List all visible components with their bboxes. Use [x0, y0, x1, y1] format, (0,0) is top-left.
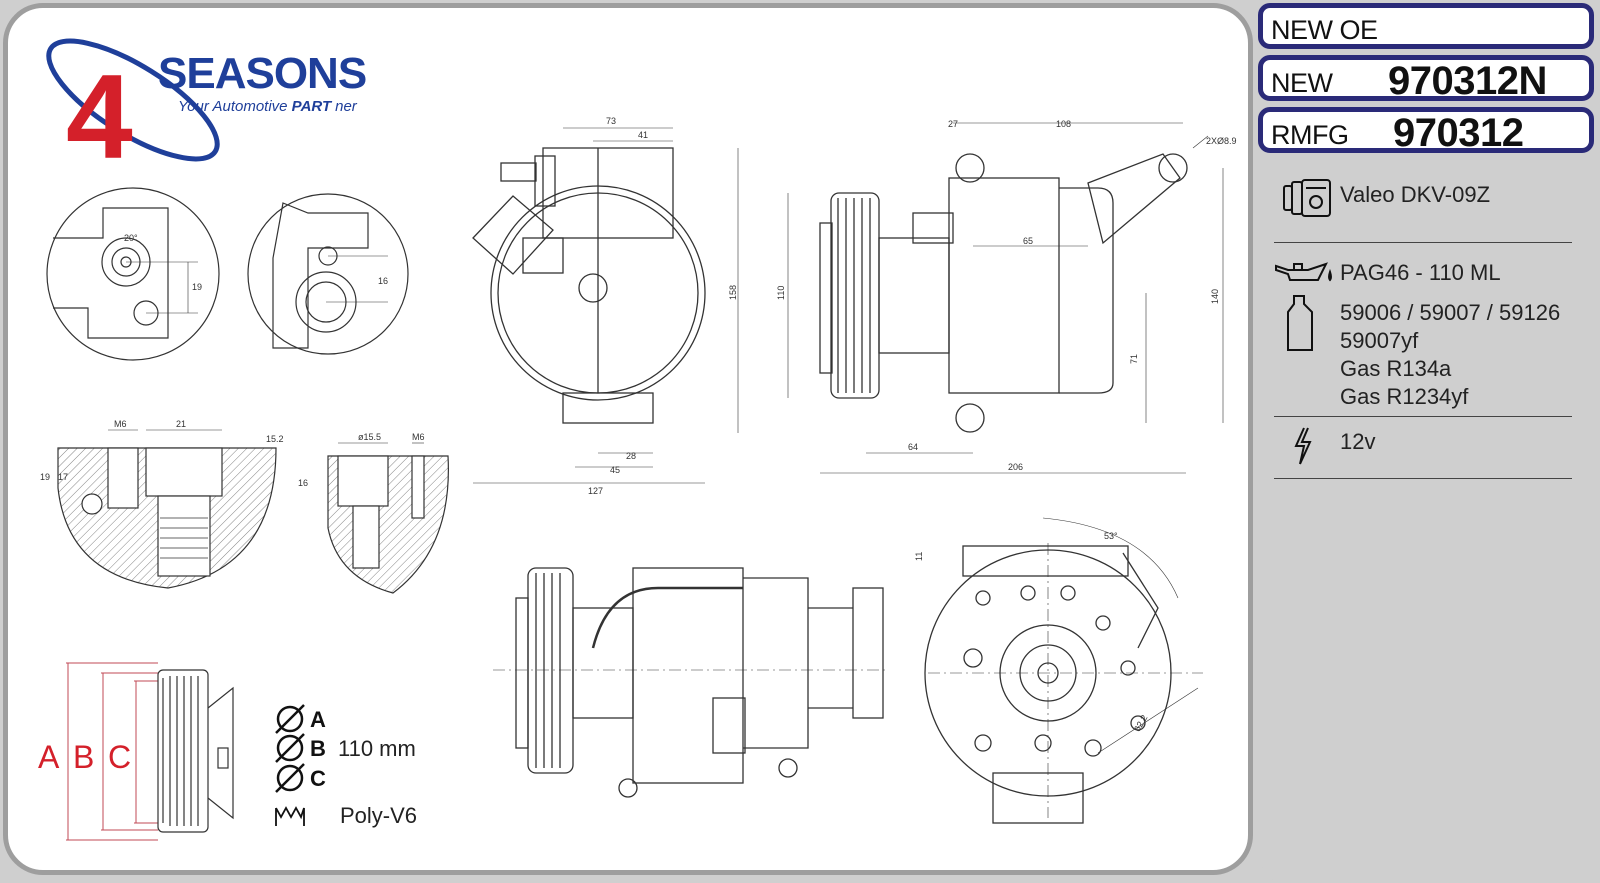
dim-side-height: 140: [1210, 289, 1220, 304]
dim-front-width-port: 41: [638, 130, 648, 140]
pulley-diameter-value: 110 mm: [338, 736, 416, 761]
dim-side-pulley: 110: [776, 286, 786, 300]
dim-section2-thread: M6: [412, 432, 425, 442]
dim-section1-depth: 15.2: [266, 434, 284, 444]
pulley-legend: A B C 110 mm Poly-V6: [275, 704, 417, 828]
dim-side-flange: 27: [948, 119, 958, 129]
dim-front-width-top: 73: [606, 116, 616, 126]
id-box-new: NEW 970312N: [1258, 55, 1594, 103]
dim-front-height: 158: [728, 285, 738, 300]
gas-r1234yf: Gas R1234yf: [1340, 384, 1469, 409]
dim-side-offset: 65: [1023, 236, 1033, 246]
dim-section1-thread: M6: [114, 419, 127, 429]
oil-ref-line-1: 59006 / 59007 / 59126: [1340, 300, 1561, 325]
spec-divider: [1274, 242, 1572, 243]
dim-rear-angle: 53°: [1104, 531, 1118, 541]
spec-divider: [1274, 416, 1572, 417]
legend-diameter-a: A: [310, 707, 326, 732]
compressor-front-view: 73 41 158 127 45 28: [472, 116, 739, 496]
id-box-rmfg: RMFG 970312: [1258, 107, 1594, 155]
pulley-label-b: B: [73, 739, 94, 775]
pulley-profile: A B C: [38, 662, 234, 841]
voltage-spec: 12v: [1340, 429, 1376, 454]
new-part-number: 970312N: [1388, 59, 1547, 103]
spec-area: Valeo DKV-09Z PAG46 - 110 ML 59006 / 590…: [1260, 156, 1600, 883]
section-detail-2: ø15.5 M6 16: [298, 432, 449, 594]
side-panel: NEW OE NEW 970312N RMFG 970312 Valeo DKV…: [1258, 0, 1600, 883]
pulley-belt-type: Poly-V6: [340, 803, 417, 828]
dim-side-body: 108: [1056, 119, 1071, 129]
compressor-bottom-view: [493, 567, 888, 798]
compressor-side-view: 27 108 2XØ8.9 65 110 140 71 64 206: [776, 119, 1237, 474]
pulley-label-a: A: [38, 739, 60, 775]
port-detail-1: 20° 19: [46, 187, 220, 361]
logo-numeral: 4: [66, 50, 133, 184]
dim-section1-h2: 17: [58, 472, 68, 482]
dim-front-mount-b: 28: [626, 451, 636, 461]
compressor-rear-view: 53° 11 62.2: [914, 517, 1203, 824]
dim-front-width-total: 127: [588, 486, 603, 496]
oil-bottle-icon: [1287, 295, 1313, 351]
new-label: NEW: [1271, 68, 1333, 98]
dim-port1-offset: 19: [192, 282, 202, 292]
gas-r134a: Gas R134a: [1340, 356, 1452, 381]
dim-side-lower: 71: [1129, 354, 1139, 364]
dim-rear-port: 11: [914, 552, 924, 561]
compressor-icon: [1283, 179, 1331, 217]
dim-section1-h1: 19: [40, 472, 50, 482]
pulley-label-c: C: [108, 739, 131, 775]
id-box-new-oe: NEW OE: [1258, 3, 1594, 49]
rmfg-label: RMFG: [1271, 120, 1349, 150]
dim-section2-depth: 16: [298, 478, 308, 488]
oil-spec: PAG46 - 110 ML: [1340, 260, 1501, 285]
port-detail-2: 16: [247, 193, 409, 355]
oil-can-icon: [1275, 262, 1332, 282]
oil-ref-line-2: 59007yf: [1340, 328, 1419, 353]
dim-side-length: 206: [1008, 462, 1023, 472]
logo-word: SEASONS: [158, 49, 366, 98]
dim-port1-angle: 20°: [124, 233, 138, 243]
dim-front-mount-a: 45: [610, 465, 620, 475]
dim-port2-offset: 16: [378, 276, 388, 286]
dim-section1-bore: 21: [176, 419, 186, 429]
legend-diameter-c: C: [310, 766, 326, 791]
section-detail-1: M6 21 15.2 19 17: [40, 419, 284, 589]
rmfg-part-number: 970312: [1393, 111, 1524, 155]
legend-diameter-b: B: [310, 736, 326, 761]
lightning-icon: [1294, 427, 1312, 465]
compressor-model: Valeo DKV-09Z: [1340, 182, 1491, 207]
spec-divider: [1274, 478, 1572, 479]
dim-side-holes: 2XØ8.9: [1206, 136, 1237, 146]
dim-side-pulley-offset: 64: [908, 442, 918, 452]
dim-section2-bore: ø15.5: [358, 432, 381, 442]
new-oe-label: NEW OE: [1271, 15, 1378, 45]
